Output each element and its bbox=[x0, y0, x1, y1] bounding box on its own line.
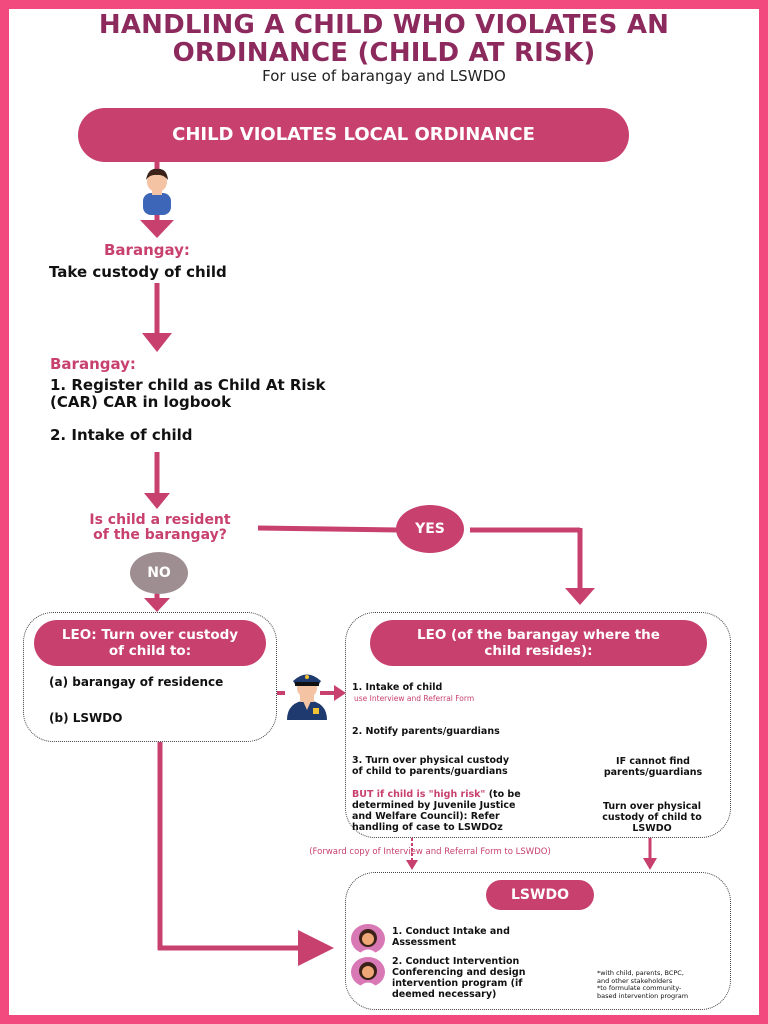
lswdo-header: LSWDO bbox=[486, 880, 594, 910]
leo-left-header: LEO: Turn over custody of child to: bbox=[34, 620, 266, 666]
high-risk-note: BUT if child is "high risk" (to be deter… bbox=[352, 789, 521, 833]
arrow-head bbox=[298, 930, 334, 966]
leo-right-step1-note: use Interview and Referral Form bbox=[354, 694, 475, 703]
woman-avatar-icon bbox=[351, 957, 385, 987]
leo-right-step2: 2. Notify parents/guardians bbox=[352, 726, 500, 737]
page-title: HANDLING A CHILD WHO VIOLATES AN ORDINAN… bbox=[98, 10, 670, 68]
leo-right-step1: 1. Intake of child use Interview and Ref… bbox=[352, 682, 475, 703]
connector-line bbox=[257, 525, 401, 533]
arrow-head bbox=[144, 598, 170, 612]
step2-item1: 1. Register child as Child At Risk (CAR)… bbox=[50, 376, 326, 411]
lswdo-item2: 2. Conduct Intervention Conferencing and… bbox=[392, 956, 526, 1000]
arrow-head bbox=[406, 860, 418, 870]
high-risk-emphasis: BUT if child is "high risk" bbox=[352, 789, 486, 800]
turnover-lswdo-note: Turn over physical custody of child to L… bbox=[602, 801, 702, 834]
arrow-head bbox=[643, 858, 657, 870]
leo-right-header: LEO (of the barangay where the child res… bbox=[370, 620, 707, 666]
step2-item2: 2. Intake of child bbox=[50, 426, 193, 444]
arrow-head bbox=[140, 220, 174, 238]
yes-label: YES bbox=[396, 505, 464, 553]
leo-left-option-b: (b) LSWDO bbox=[49, 711, 123, 725]
leo-left-option-a: (a) barangay of residence bbox=[49, 675, 224, 689]
decision-question: Is child a resident of the barangay? bbox=[89, 512, 231, 543]
step1-action: Take custody of child bbox=[49, 263, 227, 281]
start-node: CHILD VIOLATES LOCAL ORDINANCE bbox=[78, 108, 629, 162]
arrow-head bbox=[144, 493, 170, 509]
lswdo-note: *with child, parents, BCPC, and other st… bbox=[597, 969, 689, 1000]
leo-right-step3: 3. Turn over physical custody of child t… bbox=[352, 755, 510, 777]
arrow-head bbox=[142, 333, 172, 352]
forward-note: (Forward copy of Interview and Referral … bbox=[309, 847, 551, 857]
step1-actor: Barangay: bbox=[104, 241, 190, 259]
police-officer-icon bbox=[287, 674, 327, 720]
woman-avatar-icon bbox=[351, 924, 385, 954]
child-icon bbox=[143, 168, 171, 215]
no-label: NO bbox=[130, 552, 188, 594]
cannot-find-note: IF cannot find parents/guardians bbox=[603, 756, 703, 778]
lswdo-item1: 1. Conduct Intake and Assessment bbox=[392, 926, 510, 948]
step2-actor: Barangay: bbox=[50, 355, 136, 373]
arrow-head bbox=[334, 685, 346, 701]
page-subtitle: For use of barangay and LSWDO bbox=[262, 67, 506, 85]
arrow-head bbox=[565, 588, 595, 605]
